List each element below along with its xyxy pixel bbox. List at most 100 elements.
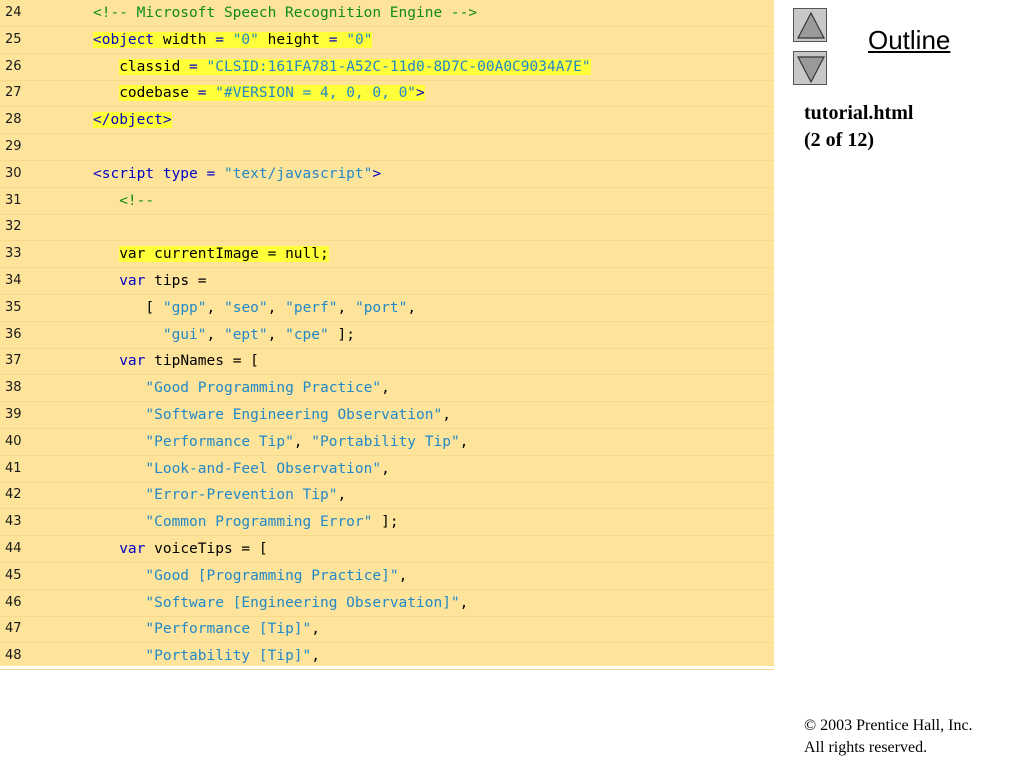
code-indent xyxy=(93,461,145,477)
code-body: </object> xyxy=(93,112,172,129)
code-token: , xyxy=(442,407,451,423)
code-indent xyxy=(93,434,145,450)
code-token: "Good [Programming Practice]" xyxy=(145,567,399,584)
code-body: classid = "CLSID:161FA781-A52C-11d0-8D7C… xyxy=(119,58,591,75)
code-line: 38 "Good Programming Practice", xyxy=(0,375,774,403)
code-token: var xyxy=(119,353,146,370)
line-number: 43 xyxy=(5,514,22,530)
code-text: "Good [Programming Practice]", xyxy=(93,566,407,586)
code-body: var tips = xyxy=(119,273,206,289)
code-token: "Good Programming Practice" xyxy=(145,380,382,397)
code-token: , xyxy=(381,460,390,477)
code-token: = xyxy=(180,58,207,75)
code-indent xyxy=(93,621,145,637)
line-number: 30 xyxy=(5,165,22,181)
code-indent xyxy=(93,407,145,423)
code-token: ]; xyxy=(328,326,355,343)
code-line: 32 xyxy=(0,214,774,242)
code-token: <script xyxy=(93,165,163,182)
up-arrow-icon xyxy=(797,11,825,39)
code-token: height xyxy=(258,31,321,48)
code-line: 27 codebase = "#VERSION = 4, 0, 0, 0"> xyxy=(0,80,774,108)
code-token: = xyxy=(197,165,224,182)
code-line: 33 var currentImage = null; xyxy=(0,241,774,269)
code-text: <object width = "0" height = "0" xyxy=(93,30,373,50)
code-token: "gui" xyxy=(162,326,207,343)
code-line: 44 var voiceTips = [ xyxy=(0,536,774,563)
code-token: "#VERSION = 4, 0, 0, 0" xyxy=(215,85,417,102)
code-token: = xyxy=(206,31,233,48)
code-body: <script type = "text/javascript"> xyxy=(93,166,381,182)
code-line: 28</object> xyxy=(0,107,774,135)
code-text: <script type = "text/javascript"> xyxy=(93,164,381,184)
copyright-notice: © 2003 Prentice Hall, Inc. xyxy=(804,717,973,734)
code-body: "Good [Programming Practice]", xyxy=(145,568,407,584)
code-text: "gui", "ept", "cpe" ]; xyxy=(93,325,355,345)
code-indent xyxy=(93,327,163,343)
file-name-label: tutorial.html xyxy=(804,102,914,124)
line-number: 40 xyxy=(5,433,22,449)
code-token: = xyxy=(320,31,347,48)
code-token: type xyxy=(162,165,198,182)
code-token: </object> xyxy=(93,112,172,129)
code-line: 37 var tipNames = [ xyxy=(0,348,774,376)
code-token: , xyxy=(398,567,408,584)
code-indent xyxy=(93,487,145,503)
code-text: "Good Programming Practice", xyxy=(93,378,389,398)
code-indent xyxy=(93,193,119,209)
code-text: </object> xyxy=(93,110,172,130)
line-number: 46 xyxy=(5,594,22,610)
code-line: 25<object width = "0" height = "0" xyxy=(0,27,774,54)
code-indent xyxy=(93,300,145,316)
code-line: 26 classid = "CLSID:161FA781-A52C-11d0-8… xyxy=(0,54,774,81)
code-line: 40 "Performance Tip", "Portability Tip", xyxy=(0,429,774,456)
code-token: "0" xyxy=(232,31,259,48)
code-token: "Performance [Tip]" xyxy=(145,621,312,638)
code-token: "text/javascript" xyxy=(223,165,373,182)
code-body: [ "gpp", "seo", "perf", "port", xyxy=(145,300,416,316)
code-token: width xyxy=(162,31,207,48)
down-arrow-icon xyxy=(797,56,825,84)
code-body: "gui", "ept", "cpe" ]; xyxy=(163,327,355,343)
code-text: <!-- xyxy=(93,191,154,211)
code-token: > xyxy=(416,85,425,102)
code-text: var tips = xyxy=(93,271,206,291)
code-token: codebase xyxy=(119,85,190,102)
line-number: 36 xyxy=(5,326,22,342)
code-text: "Look-and-Feel Observation", xyxy=(93,459,390,479)
code-token: <!-- Microsoft Speech Recognition Engine… xyxy=(93,5,478,21)
code-token: , xyxy=(311,621,320,638)
code-body: "Error-Prevention Tip", xyxy=(145,487,346,503)
next-page-button[interactable] xyxy=(793,51,827,85)
code-token: "seo" xyxy=(223,299,268,316)
code-token: , xyxy=(459,433,469,450)
outline-link[interactable]: Outline xyxy=(868,25,951,55)
code-text: [ "gpp", "seo", "perf", "port", xyxy=(93,298,416,318)
code-text: <!-- Microsoft Speech Recognition Engine… xyxy=(93,3,477,23)
code-text: classid = "CLSID:161FA781-A52C-11d0-8D7C… xyxy=(93,57,591,77)
code-line: 45 "Good [Programming Practice]", xyxy=(0,563,774,590)
code-line: 43 "Common Programming Error" ]; xyxy=(0,509,774,537)
previous-page-button[interactable] xyxy=(793,8,827,42)
line-number: 42 xyxy=(5,487,22,503)
code-line: 31 <!-- xyxy=(0,188,774,215)
code-token: tips = xyxy=(145,273,207,289)
code-indent xyxy=(93,85,119,101)
code-body: "Software Engineering Observation", xyxy=(145,407,451,423)
code-token: "Performance Tip" xyxy=(145,433,294,450)
code-token: ]; xyxy=(372,514,399,531)
code-line: 36 "gui", "ept", "cpe" ]; xyxy=(0,322,774,349)
code-indent xyxy=(93,59,119,75)
code-line: 29 xyxy=(0,134,774,161)
code-token: , xyxy=(407,299,417,316)
code-token: "CLSID:161FA781-A52C-11d0-8D7C-00A0C9034… xyxy=(206,58,591,75)
code-token: , xyxy=(311,648,320,665)
code-text: "Performance [Tip]", xyxy=(93,619,320,639)
line-number: 45 xyxy=(5,567,22,583)
code-body: "Good Programming Practice", xyxy=(145,380,389,396)
code-line: 41 "Look-and-Feel Observation", xyxy=(0,456,774,483)
code-body: var tipNames = [ xyxy=(119,353,259,369)
code-token: "cpe" xyxy=(285,326,329,343)
code-line: 34 var tips = xyxy=(0,268,774,295)
code-token: currentImage = null; xyxy=(145,246,329,263)
